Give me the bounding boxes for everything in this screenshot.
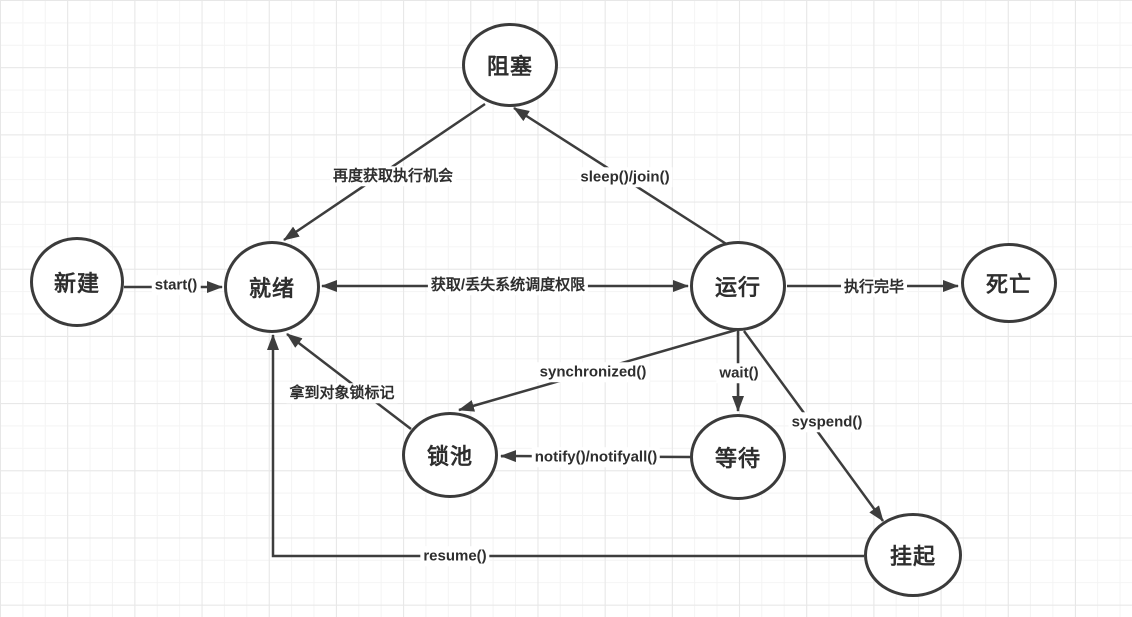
state-label-new: 新建 <box>53 271 100 296</box>
edge-label-sleep-join: sleep()/join() <box>577 167 673 187</box>
edge-lock-mark-arrow <box>286 333 412 430</box>
state-node-running: 运行 <box>690 241 786 331</box>
state-node-new: 新建 <box>30 237 124 327</box>
state-node-dead: 死亡 <box>961 243 1057 323</box>
state-node-lock-pool: 锁池 <box>402 412 498 498</box>
state-label-lock-pool: 锁池 <box>426 444 473 469</box>
edge-label-lock-mark: 拿到对象锁标记 <box>286 383 398 403</box>
edge-label-regain: 再度获取执行机会 <box>329 166 457 186</box>
state-node-blocked: 阻塞 <box>462 23 558 107</box>
state-node-ready: 就绪 <box>224 241 320 333</box>
state-label-ready: 就绪 <box>248 276 295 301</box>
state-label-dead: 死亡 <box>985 272 1032 297</box>
edge-resume-arrow <box>267 334 864 558</box>
edge-label-start: start() <box>151 275 201 295</box>
state-label-waiting: 等待 <box>714 446 761 471</box>
state-node-suspended: 挂起 <box>864 513 962 597</box>
edge-label-notify: notify()/notifyall() <box>531 447 661 467</box>
edge-label-syspend: syspend() <box>788 412 866 432</box>
state-label-blocked: 阻塞 <box>486 54 533 79</box>
state-label-suspended: 挂起 <box>889 544 936 569</box>
edge-label-synchronized: synchronized() <box>536 362 650 382</box>
edge-label-schedule: 获取/丢失系统调度权限 <box>427 275 589 295</box>
edge-label-resume: resume() <box>420 546 490 566</box>
state-node-waiting: 等待 <box>690 414 786 500</box>
edge-label-wait: wait() <box>716 363 762 383</box>
state-label-running: 运行 <box>714 275 761 300</box>
edge-label-finish: 执行完毕 <box>840 277 908 297</box>
